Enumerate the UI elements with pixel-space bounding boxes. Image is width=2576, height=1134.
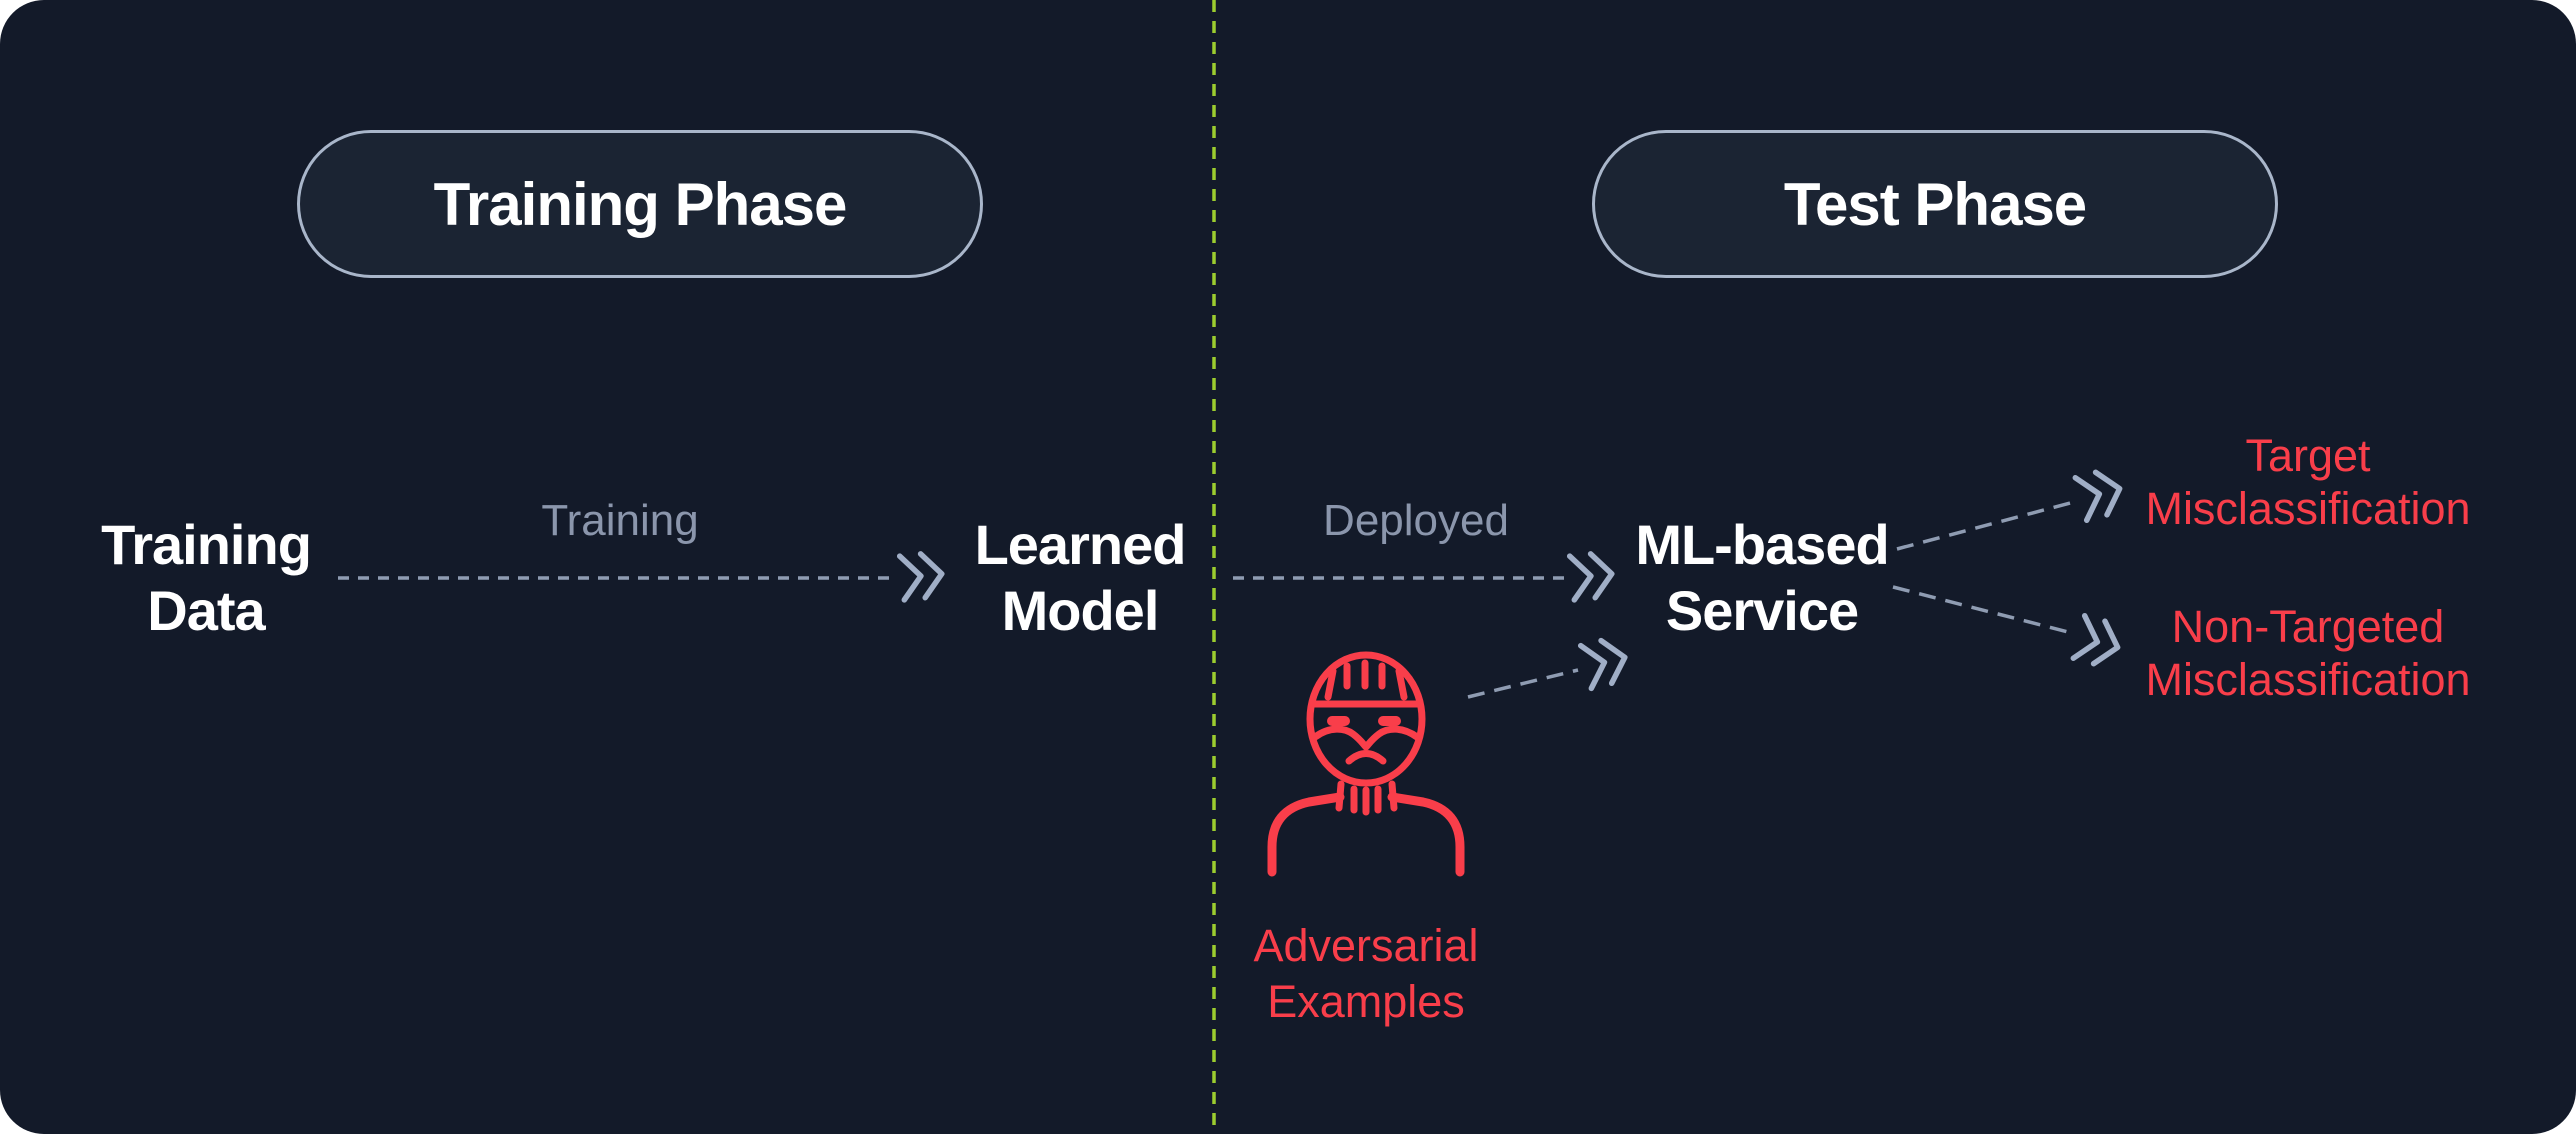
ml-service-node: ML-based Service <box>1635 513 1889 642</box>
target-misclassification-label: Target Misclassification <box>2145 430 2471 534</box>
target-arrow <box>1896 469 2123 551</box>
double-chevron-icon <box>2070 612 2121 667</box>
adversary-arrow-line <box>1467 668 1579 699</box>
training-phase-label: Training Phase <box>433 170 848 238</box>
training-arrow <box>338 551 945 603</box>
double-chevron-icon <box>1577 637 1628 692</box>
double-chevron-icon <box>1566 551 1615 603</box>
training-edge-label: Training <box>541 496 699 545</box>
double-chevron-icon <box>2072 469 2123 524</box>
test-phase-pill: Test Phase <box>1592 130 2278 278</box>
target-arrow-line <box>1896 500 2075 551</box>
adversary-icon <box>1267 651 1465 877</box>
deployed-edge-label: Deployed <box>1323 496 1509 545</box>
non-target-arrow-line <box>1892 585 2073 635</box>
double-chevron-icon <box>896 551 945 603</box>
adversary-arrow <box>1467 637 1628 699</box>
non-target-arrow <box>1892 585 2121 667</box>
training-phase-pill: Training Phase <box>297 130 983 278</box>
test-phase-label: Test Phase <box>1783 170 2087 238</box>
learned-model-node: Learned Model <box>974 513 1187 642</box>
adversarial-examples-label: Adversarial Examples <box>1253 920 1479 1027</box>
training-data-node: Training Data <box>101 513 312 642</box>
non-targeted-misclassification-label: Non-Targeted Misclassification <box>2145 601 2471 705</box>
deployed-arrow <box>1233 551 1615 603</box>
